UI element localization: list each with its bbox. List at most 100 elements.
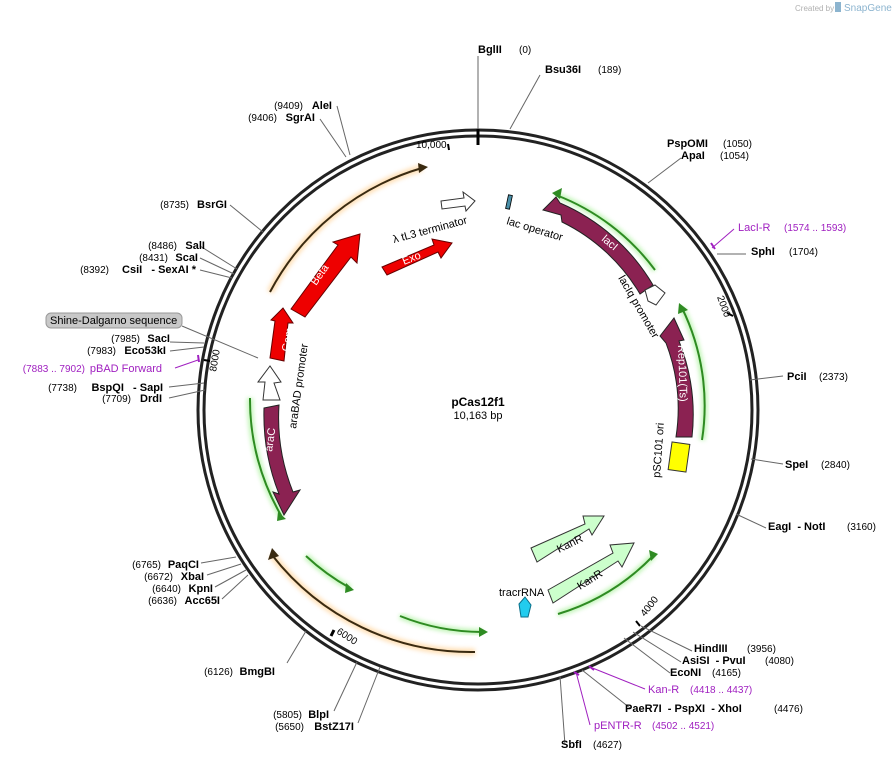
site-csii-sexai[interactable]: (8392) CsiI - SexAI * xyxy=(80,264,197,276)
orf-orange-top-glow xyxy=(266,164,423,294)
site-csii-sexai-name: CsiI - SexAI * xyxy=(122,264,197,276)
site-scai-pos: (8431) xyxy=(139,253,168,264)
site-eagi-noti[interactable]: EagI - NotI (3160) xyxy=(768,521,876,533)
primer-markers xyxy=(197,242,716,676)
site-econi[interactable]: EcoNI (4165) xyxy=(670,667,741,679)
site-paqci[interactable]: (6765) PaqCI xyxy=(132,559,199,571)
arac-label: araC xyxy=(263,427,278,452)
site-leaders xyxy=(168,56,784,746)
gam-feature[interactable] xyxy=(269,307,294,362)
site-bmgbi[interactable]: (6126) BmgBI xyxy=(204,666,275,678)
arac-feature[interactable] xyxy=(263,404,302,517)
site-econi-name: EcoNI xyxy=(670,667,701,679)
site-econi-pos: (4165) xyxy=(712,668,741,679)
site-eco53ki[interactable]: (7983) Eco53kI xyxy=(87,345,166,357)
site-sphi[interactable]: SphI (1704) xyxy=(751,246,818,258)
exo-feature[interactable] xyxy=(381,238,453,276)
primer-laci-r[interactable]: LacI-R (1574 .. 1593) xyxy=(738,222,846,234)
laciq-promoter-feature[interactable] xyxy=(644,284,666,306)
tl3-terminator-feature[interactable] xyxy=(440,190,476,213)
primer-pentr-r[interactable]: pENTR-R (4502 .. 4521) xyxy=(594,720,714,732)
tick-label-8000: 8000 xyxy=(208,348,223,372)
site-sbfi-name: SbfI xyxy=(561,739,582,751)
tl3-terminator-label: λ tL3 terminator xyxy=(392,214,469,245)
site-bsu36i[interactable]: Bsu36I (189) xyxy=(545,64,621,76)
site-blpi[interactable]: (5805) BlpI xyxy=(273,709,329,721)
site-bglii-pos: (0) xyxy=(519,45,531,56)
site-pcii[interactable]: PciI (2373) xyxy=(787,371,848,383)
site-bspqi-sapi[interactable]: (7738) BspQI - SapI xyxy=(48,382,163,394)
site-bglii[interactable]: BglII (0) xyxy=(478,44,531,56)
site-sali-name: SalI xyxy=(185,240,205,252)
kanr-orf-line xyxy=(557,554,655,615)
site-hindiii-name: HindIII xyxy=(694,643,728,655)
site-pae-psp-xho[interactable]: PaeR7I - PspXI - XhoI (4476) xyxy=(625,703,803,715)
site-drdi-name: DrdI xyxy=(140,393,162,405)
site-acc65i[interactable]: (6636) Acc65I xyxy=(148,595,220,607)
kanr-orf-arrowhead xyxy=(649,550,658,561)
orf-bottom-glow xyxy=(398,613,483,635)
credit-brand: SnapGene xyxy=(844,3,892,14)
site-spei[interactable]: SpeI (2840) xyxy=(785,459,850,471)
site-pspomi[interactable]: PspOMI (1050) xyxy=(667,138,752,150)
tick-8000: 8000 xyxy=(203,348,223,373)
primer-kan-r[interactable]: Kan-R (4418 .. 4437) xyxy=(648,684,752,696)
site-apai[interactable]: ApaI (1054) xyxy=(681,150,749,162)
shine-dalgarno-callout[interactable]: Shine-Dalgarno sequence xyxy=(45,312,259,359)
lac-operator-feature[interactable] xyxy=(505,194,513,210)
rep101-label: Rep101(Ts) xyxy=(675,345,689,402)
site-eco53ki-name: Eco53kI xyxy=(124,345,166,357)
rep101-orf-line xyxy=(681,307,706,441)
arabad-promoter-label: araBAD promoter xyxy=(287,343,311,430)
site-sgrai[interactable]: (9406) SgrAI xyxy=(248,112,315,124)
site-bsu36i-pos: (189) xyxy=(598,65,621,76)
beta-feature[interactable] xyxy=(290,233,361,318)
primer-pbad-forward-pos: (7883 .. 7902) xyxy=(23,364,85,375)
site-asisi-pvui-name: AsiSI - PvuI xyxy=(682,655,746,667)
site-sgrai-name: SgrAI xyxy=(286,112,315,124)
site-bsrgi[interactable]: (8735) BsrGI xyxy=(160,199,227,211)
kanr-feature-1[interactable] xyxy=(530,515,605,563)
site-xbai-pos: (6672) xyxy=(144,572,173,583)
site-kpni[interactable]: (6640) KpnI xyxy=(152,583,213,595)
site-asisi-pvui[interactable]: AsiSI - PvuI (4080) xyxy=(682,655,794,667)
primer-pbad-forward[interactable]: (7883 .. 7902) pBAD Forward xyxy=(23,363,162,375)
psc101-ori-feature[interactable] xyxy=(667,441,691,473)
site-blpi-name: BlpI xyxy=(308,709,329,721)
arabad-promoter-feature[interactable] xyxy=(257,365,282,401)
rep101-feature[interactable] xyxy=(659,317,694,438)
site-kpni-name: KpnI xyxy=(189,583,213,595)
kanr-feature-2[interactable] xyxy=(547,542,635,604)
tick-4000: 4000 xyxy=(635,594,661,627)
tracrrna-feature[interactable] xyxy=(518,596,532,618)
site-xbai[interactable]: (6672) XbaI xyxy=(144,571,204,583)
site-pcii-name: PciI xyxy=(787,371,807,383)
primer-kan-r-name: Kan-R xyxy=(648,684,679,696)
site-sphi-pos: (1704) xyxy=(789,247,818,258)
site-scai[interactable]: (8431) ScaI xyxy=(139,252,198,264)
primer-kan-r-pos: (4418 .. 4437) xyxy=(690,685,752,696)
lac-operator-label: lac operator xyxy=(505,215,564,244)
site-bstz17i-name: BstZ17I xyxy=(314,721,354,733)
site-saci[interactable]: (7985) SacI xyxy=(111,333,170,345)
tracrrna-label: tracrRNA xyxy=(499,587,545,599)
laci-feature[interactable] xyxy=(542,196,654,295)
site-alei[interactable]: (9409) AleI xyxy=(274,100,332,112)
site-bmgbi-pos: (6126) xyxy=(204,667,233,678)
site-alei-pos: (9409) xyxy=(274,101,303,112)
site-sali[interactable]: (8486) SalI xyxy=(148,240,205,252)
site-eagi-noti-pos: (3160) xyxy=(847,522,876,533)
site-blpi-pos: (5805) xyxy=(273,710,302,721)
site-drdi[interactable]: (7709) DrdI xyxy=(102,393,162,405)
arac-orf-line xyxy=(248,397,283,518)
primer-pentr-r-pos: (4502 .. 4521) xyxy=(652,721,714,732)
site-pae-psp-xho-pos: (4476) xyxy=(774,704,803,715)
site-hindiii[interactable]: HindIII (3956) xyxy=(694,643,776,655)
site-alei-name: AleI xyxy=(312,100,332,112)
site-hindiii-pos: (3956) xyxy=(747,644,776,655)
credit-prefix: Created by xyxy=(795,4,834,13)
site-paqci-name: PaqCI xyxy=(168,559,199,571)
site-kpni-pos: (6640) xyxy=(152,584,181,595)
site-bstz17i[interactable]: (5650) BstZ17I xyxy=(275,721,354,733)
site-sbfi[interactable]: SbfI (4627) xyxy=(561,739,622,751)
